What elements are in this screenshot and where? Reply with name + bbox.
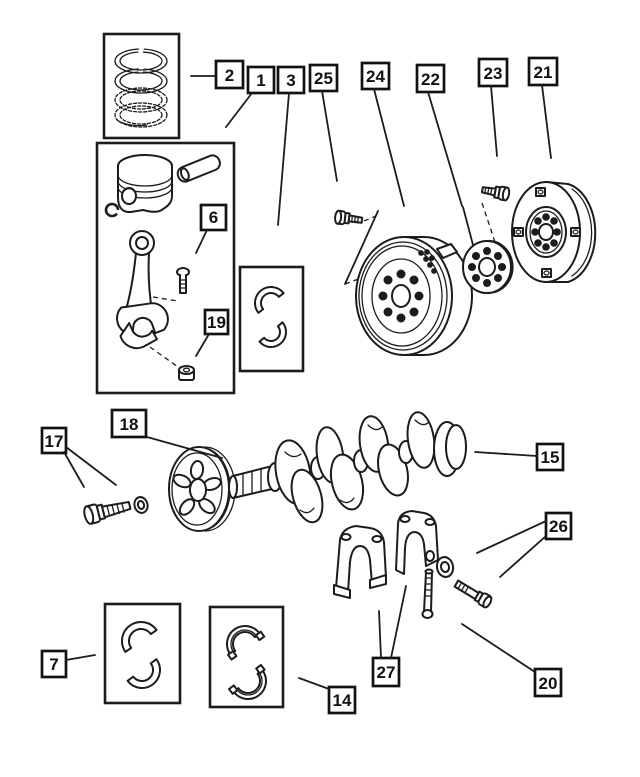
cap-stud-bolt <box>421 568 434 619</box>
callout-17-number: 17 <box>45 432 64 451</box>
piston-rod-assembly-drawing: 6 19 <box>95 141 236 395</box>
callout-24[interactable]: 24 <box>360 61 405 207</box>
callout-19[interactable]: 19 <box>195 308 230 357</box>
torque-converter-bolt <box>480 185 511 202</box>
callout-6[interactable]: 6 <box>195 203 228 254</box>
piston-ring-set-drawing <box>102 32 181 140</box>
callout-22-number: 22 <box>421 70 440 89</box>
torque-converter <box>511 181 597 283</box>
damper-washer <box>133 496 149 514</box>
callout-7[interactable]: 7 <box>40 649 96 679</box>
cap-washer <box>435 556 455 578</box>
callout-19-number: 19 <box>207 313 226 332</box>
callout-23[interactable]: 23 <box>477 57 509 157</box>
converter-hub-holes <box>531 213 561 251</box>
rod-bearing-set-drawing <box>238 265 305 373</box>
rod-nut <box>178 365 195 381</box>
ring-gear-teeth <box>418 249 437 274</box>
callout-18-number: 18 <box>120 415 139 434</box>
crankshaft <box>228 411 467 524</box>
callout-15[interactable]: 15 <box>474 442 565 472</box>
cap-hex-bolt <box>453 579 493 609</box>
connecting-rod <box>116 230 169 350</box>
pin-retainer-clip <box>104 202 120 218</box>
main-bearing-cap-left <box>333 525 387 599</box>
flywheel-bolt-holes <box>378 269 424 323</box>
callout-14-number: 14 <box>333 691 352 710</box>
spacer-plate <box>462 239 514 294</box>
flywheel-bolt <box>334 209 364 226</box>
damper-bolt <box>83 501 132 525</box>
callout-18[interactable]: 18 <box>110 408 223 459</box>
main-bearing-set-drawing <box>103 602 182 705</box>
callout-1-number: 1 <box>256 71 265 90</box>
callout-23-number: 23 <box>484 64 503 83</box>
callout-27-number: 27 <box>377 663 396 682</box>
callout-20[interactable]: 20 <box>461 623 563 698</box>
callout-24-number: 24 <box>366 67 385 86</box>
callout-3-number: 3 <box>286 71 295 90</box>
main-bearing-cap-right <box>395 510 439 575</box>
timing-mark-tab <box>436 243 458 259</box>
callout-17[interactable]: 17 <box>40 426 117 488</box>
thrust-bearing-set-drawing <box>208 605 285 709</box>
callout-26[interactable]: 26 <box>476 511 573 578</box>
callout-3[interactable]: 3 <box>276 65 306 226</box>
callout-25-number: 25 <box>314 69 333 88</box>
piston-pin <box>176 154 221 183</box>
spacer-holes <box>468 247 506 287</box>
callout-21[interactable]: 21 <box>527 56 559 159</box>
callout-2[interactable]: 2 <box>190 59 245 90</box>
callout-20-number: 20 <box>539 674 558 693</box>
callout-7-number: 7 <box>49 655 58 674</box>
callout-1[interactable]: 1 <box>225 65 276 128</box>
rod-bolt <box>176 267 190 294</box>
flywheel <box>355 236 473 356</box>
callout-2-number: 2 <box>225 66 234 85</box>
crankshaft-damper-pulley <box>168 446 236 532</box>
callout-21-number: 21 <box>534 63 553 82</box>
callout-26-number: 26 <box>549 517 568 536</box>
callout-27[interactable]: 27 <box>371 585 407 688</box>
callout-14[interactable]: 14 <box>298 677 357 715</box>
callout-22[interactable]: 22 <box>415 63 463 207</box>
callout-25[interactable]: 25 <box>308 63 339 182</box>
piston <box>117 154 173 214</box>
callout-15-number: 15 <box>541 448 560 467</box>
converter-mount-lugs <box>513 187 581 278</box>
callout-6-number: 6 <box>209 208 218 227</box>
